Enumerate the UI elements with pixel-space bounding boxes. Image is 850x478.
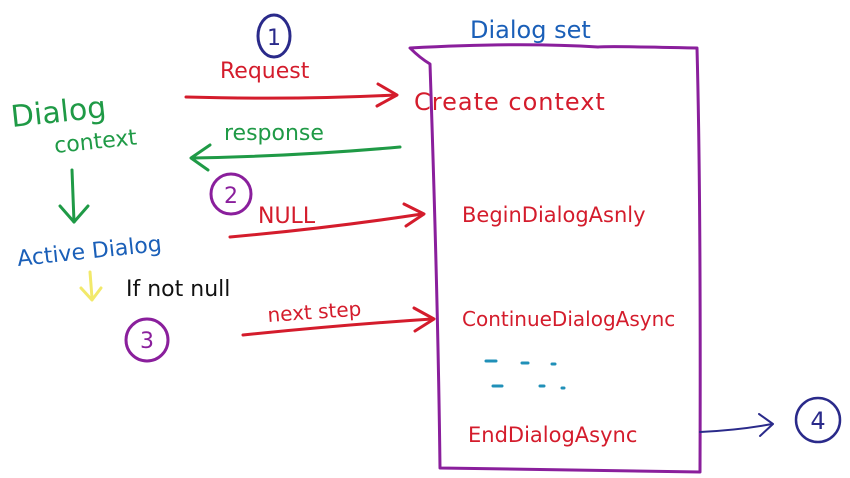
step-3-marker: 3 (124, 317, 170, 363)
step-4-number: 4 (810, 407, 825, 435)
dialog-set-label: Dialog set (470, 16, 591, 44)
request-arrow (184, 82, 399, 108)
method-begin-dialog: BeginDialogAsnly (462, 203, 646, 227)
null-label: NULL (258, 204, 316, 229)
dialog-context-label-line1: Dialog (9, 90, 108, 135)
next-step-arrow (241, 306, 436, 337)
next-step-label: next step (267, 296, 362, 326)
end-dialog-arrow (699, 413, 774, 437)
method-end-dialog: EndDialogAsync (468, 423, 637, 447)
method-create-context: Create context (414, 88, 606, 116)
if-not-null-label: If not null (126, 277, 230, 302)
ellipsis-marks (484, 359, 566, 390)
method-continue-dialog: ContinueDialogAsync (462, 307, 675, 331)
dialog-set-box (408, 43, 702, 474)
response-label: response (224, 121, 324, 146)
active-dialog-label: Active Dialog (16, 232, 163, 272)
request-label: Request (220, 59, 310, 84)
step-3-number: 3 (140, 329, 154, 354)
step-2-number: 2 (224, 184, 238, 209)
dialog-context-label-line2: context (53, 125, 138, 159)
step-1-marker: 1 (256, 13, 292, 59)
active-to-step3-arrow (79, 270, 103, 302)
step-4-marker: 4 (794, 396, 842, 444)
step-2-marker: 2 (209, 172, 253, 216)
context-to-active-arrow (58, 168, 90, 224)
response-arrow (189, 143, 402, 172)
step-1-number: 1 (267, 26, 281, 51)
null-arrow (228, 202, 426, 239)
